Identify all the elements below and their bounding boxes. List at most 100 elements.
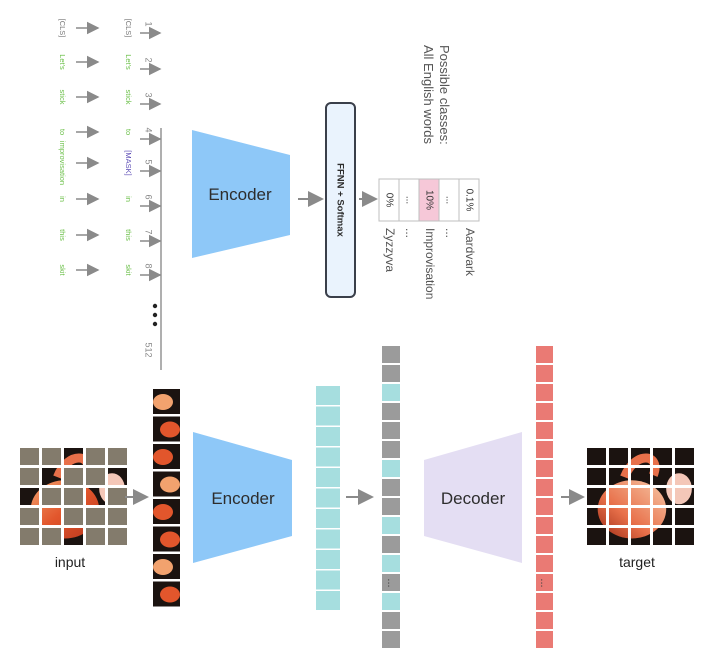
grid-line	[587, 485, 694, 488]
input-arrows	[76, 21, 100, 277]
prob-value: ...	[403, 196, 414, 204]
position-number: 6	[144, 194, 154, 199]
mask-token: [MASK]	[124, 150, 133, 175]
flamingo-neck	[620, 453, 660, 480]
mask-token	[382, 498, 400, 515]
masked-patch	[108, 508, 127, 525]
masked-patch	[20, 468, 39, 485]
encoded-token	[316, 427, 340, 446]
bert-encoder-label: Encoder	[208, 185, 272, 204]
full-token-column	[382, 346, 400, 648]
grid-line	[606, 448, 609, 545]
decoder-block	[424, 432, 522, 563]
masked-patch	[86, 448, 105, 465]
mae-encoder-block	[193, 432, 292, 563]
prob-value: 0%	[383, 193, 394, 208]
masked-input-token: stick	[124, 90, 133, 105]
reconstructed-token	[536, 555, 553, 572]
encoded-token	[382, 593, 400, 610]
encoded-token	[316, 550, 340, 569]
masked-patch	[86, 508, 105, 525]
grid-line	[587, 525, 694, 528]
masked-patch	[42, 528, 61, 545]
reconstructed-token	[536, 422, 553, 439]
encoded-token	[316, 529, 340, 549]
masked-patch	[64, 468, 83, 485]
class-label: ...	[443, 228, 457, 238]
masked-input-token: skit	[124, 264, 133, 276]
reconstructed-token	[536, 403, 553, 420]
patch-content	[160, 476, 180, 493]
masked-patch	[20, 448, 39, 465]
grid-line	[20, 485, 127, 488]
position-number: 8	[144, 263, 154, 268]
input-token: to	[58, 129, 67, 135]
reconstructed-token	[536, 365, 553, 382]
position-number: 5	[144, 159, 154, 164]
second-flamingo	[666, 473, 692, 505]
grid-line	[650, 448, 653, 545]
patch-content	[160, 586, 180, 603]
masked-patch	[42, 488, 61, 505]
input-token: [CLS]	[58, 19, 67, 38]
mask-token	[382, 403, 400, 420]
encoded-token	[382, 460, 400, 477]
encoded-token	[382, 517, 400, 534]
input-token: Let's	[58, 54, 67, 70]
classes-title-line2: All English words	[421, 45, 436, 144]
reconstructed-token	[536, 479, 553, 496]
reconstructed-token	[536, 574, 553, 591]
class-label: Aardvark	[463, 228, 477, 277]
masked-patch	[86, 528, 105, 545]
input-image	[20, 448, 127, 545]
grid-line	[587, 465, 694, 468]
vertical-ellipsis	[152, 303, 158, 327]
input-token: improvisation	[58, 141, 67, 185]
masked-patch	[64, 488, 83, 505]
encoded-token	[316, 447, 340, 467]
mask-token	[382, 536, 400, 553]
mask-token	[382, 365, 400, 382]
class-labels: Aardvark... Improvisation... Zyzzyva	[383, 228, 477, 299]
input-token: this	[58, 229, 67, 241]
masked-patch	[86, 468, 105, 485]
patch-content	[153, 504, 173, 520]
encoded-token	[316, 488, 340, 508]
mask-token	[382, 346, 400, 363]
grid-line	[672, 448, 675, 545]
encoded-token	[382, 384, 400, 401]
position-number: 1	[144, 21, 154, 26]
masked-input-token: Let's	[124, 54, 133, 70]
target-image	[587, 448, 694, 545]
grid-line	[105, 448, 108, 545]
reconstructed-token	[536, 441, 553, 458]
class-label: ...	[403, 228, 417, 238]
class-label: Zyzzyva	[383, 228, 397, 272]
reconstructed-token-column	[536, 346, 553, 648]
encoded-token	[382, 555, 400, 572]
patch-content	[153, 449, 173, 465]
prob-value: ...	[443, 196, 454, 204]
class-label: Improvisation	[423, 228, 437, 299]
reconstructed-token	[536, 536, 553, 553]
mae-section: input Encoder ... Decoder ... target	[20, 346, 694, 648]
patch-content	[153, 559, 173, 575]
encoded-token-column	[316, 386, 340, 610]
grid-line	[83, 448, 86, 545]
mixed-column-dots: ...	[385, 578, 397, 587]
masked-patch	[108, 448, 127, 465]
reconstructed-token	[536, 384, 553, 401]
mask-token	[382, 479, 400, 496]
reconstructed-token	[536, 631, 553, 648]
ffnn-softmax-label: FFNN + Softmax	[334, 163, 345, 237]
masked-input-token: in	[124, 196, 133, 202]
position-number: 3	[144, 92, 154, 97]
input-token: stick	[58, 90, 67, 105]
reconstructed-token	[536, 612, 553, 629]
encoded-token	[316, 468, 340, 487]
bert-section: [CLS] Let's stick to improvisation in this skit…	[58, 19, 480, 370]
visible-patch-column	[153, 389, 180, 607]
masked-patch	[108, 488, 127, 505]
encoded-token	[316, 570, 340, 590]
